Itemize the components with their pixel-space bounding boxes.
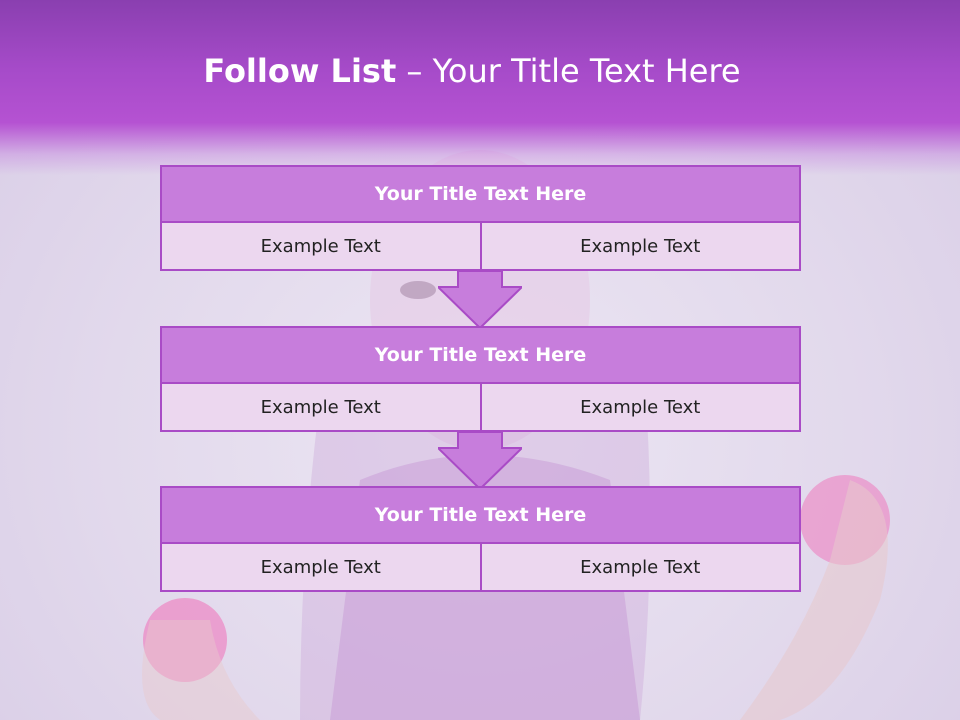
list-block-1: Your Title Text Here Example Text Exampl… bbox=[160, 165, 801, 271]
block-cell-left: Example Text bbox=[260, 556, 381, 578]
header-band bbox=[0, 0, 960, 175]
block-title: Your Title Text Here bbox=[162, 167, 799, 223]
block-cell-left: Example Text bbox=[260, 235, 381, 257]
list-block-3: Your Title Text Here Example Text Exampl… bbox=[160, 486, 801, 592]
block-row: Example Text Example Text bbox=[162, 384, 799, 430]
block-cell-left: Example Text bbox=[260, 396, 381, 418]
block-row: Example Text Example Text bbox=[162, 544, 799, 590]
block-cell-right: Example Text bbox=[479, 384, 800, 430]
block-cell-right: Example Text bbox=[479, 223, 800, 269]
block-row: Example Text Example Text bbox=[162, 223, 799, 269]
block-title: Your Title Text Here bbox=[162, 328, 799, 384]
slide-title: Follow List – Your Title Text Here bbox=[0, 52, 944, 90]
title-bold: Follow List bbox=[203, 52, 397, 90]
block-title: Your Title Text Here bbox=[162, 488, 799, 544]
block-cell-right: Example Text bbox=[479, 544, 800, 590]
down-arrow-icon bbox=[438, 432, 522, 490]
down-arrow-icon bbox=[438, 271, 522, 329]
title-rest: – Your Title Text Here bbox=[396, 52, 741, 90]
list-block-2: Your Title Text Here Example Text Exampl… bbox=[160, 326, 801, 432]
